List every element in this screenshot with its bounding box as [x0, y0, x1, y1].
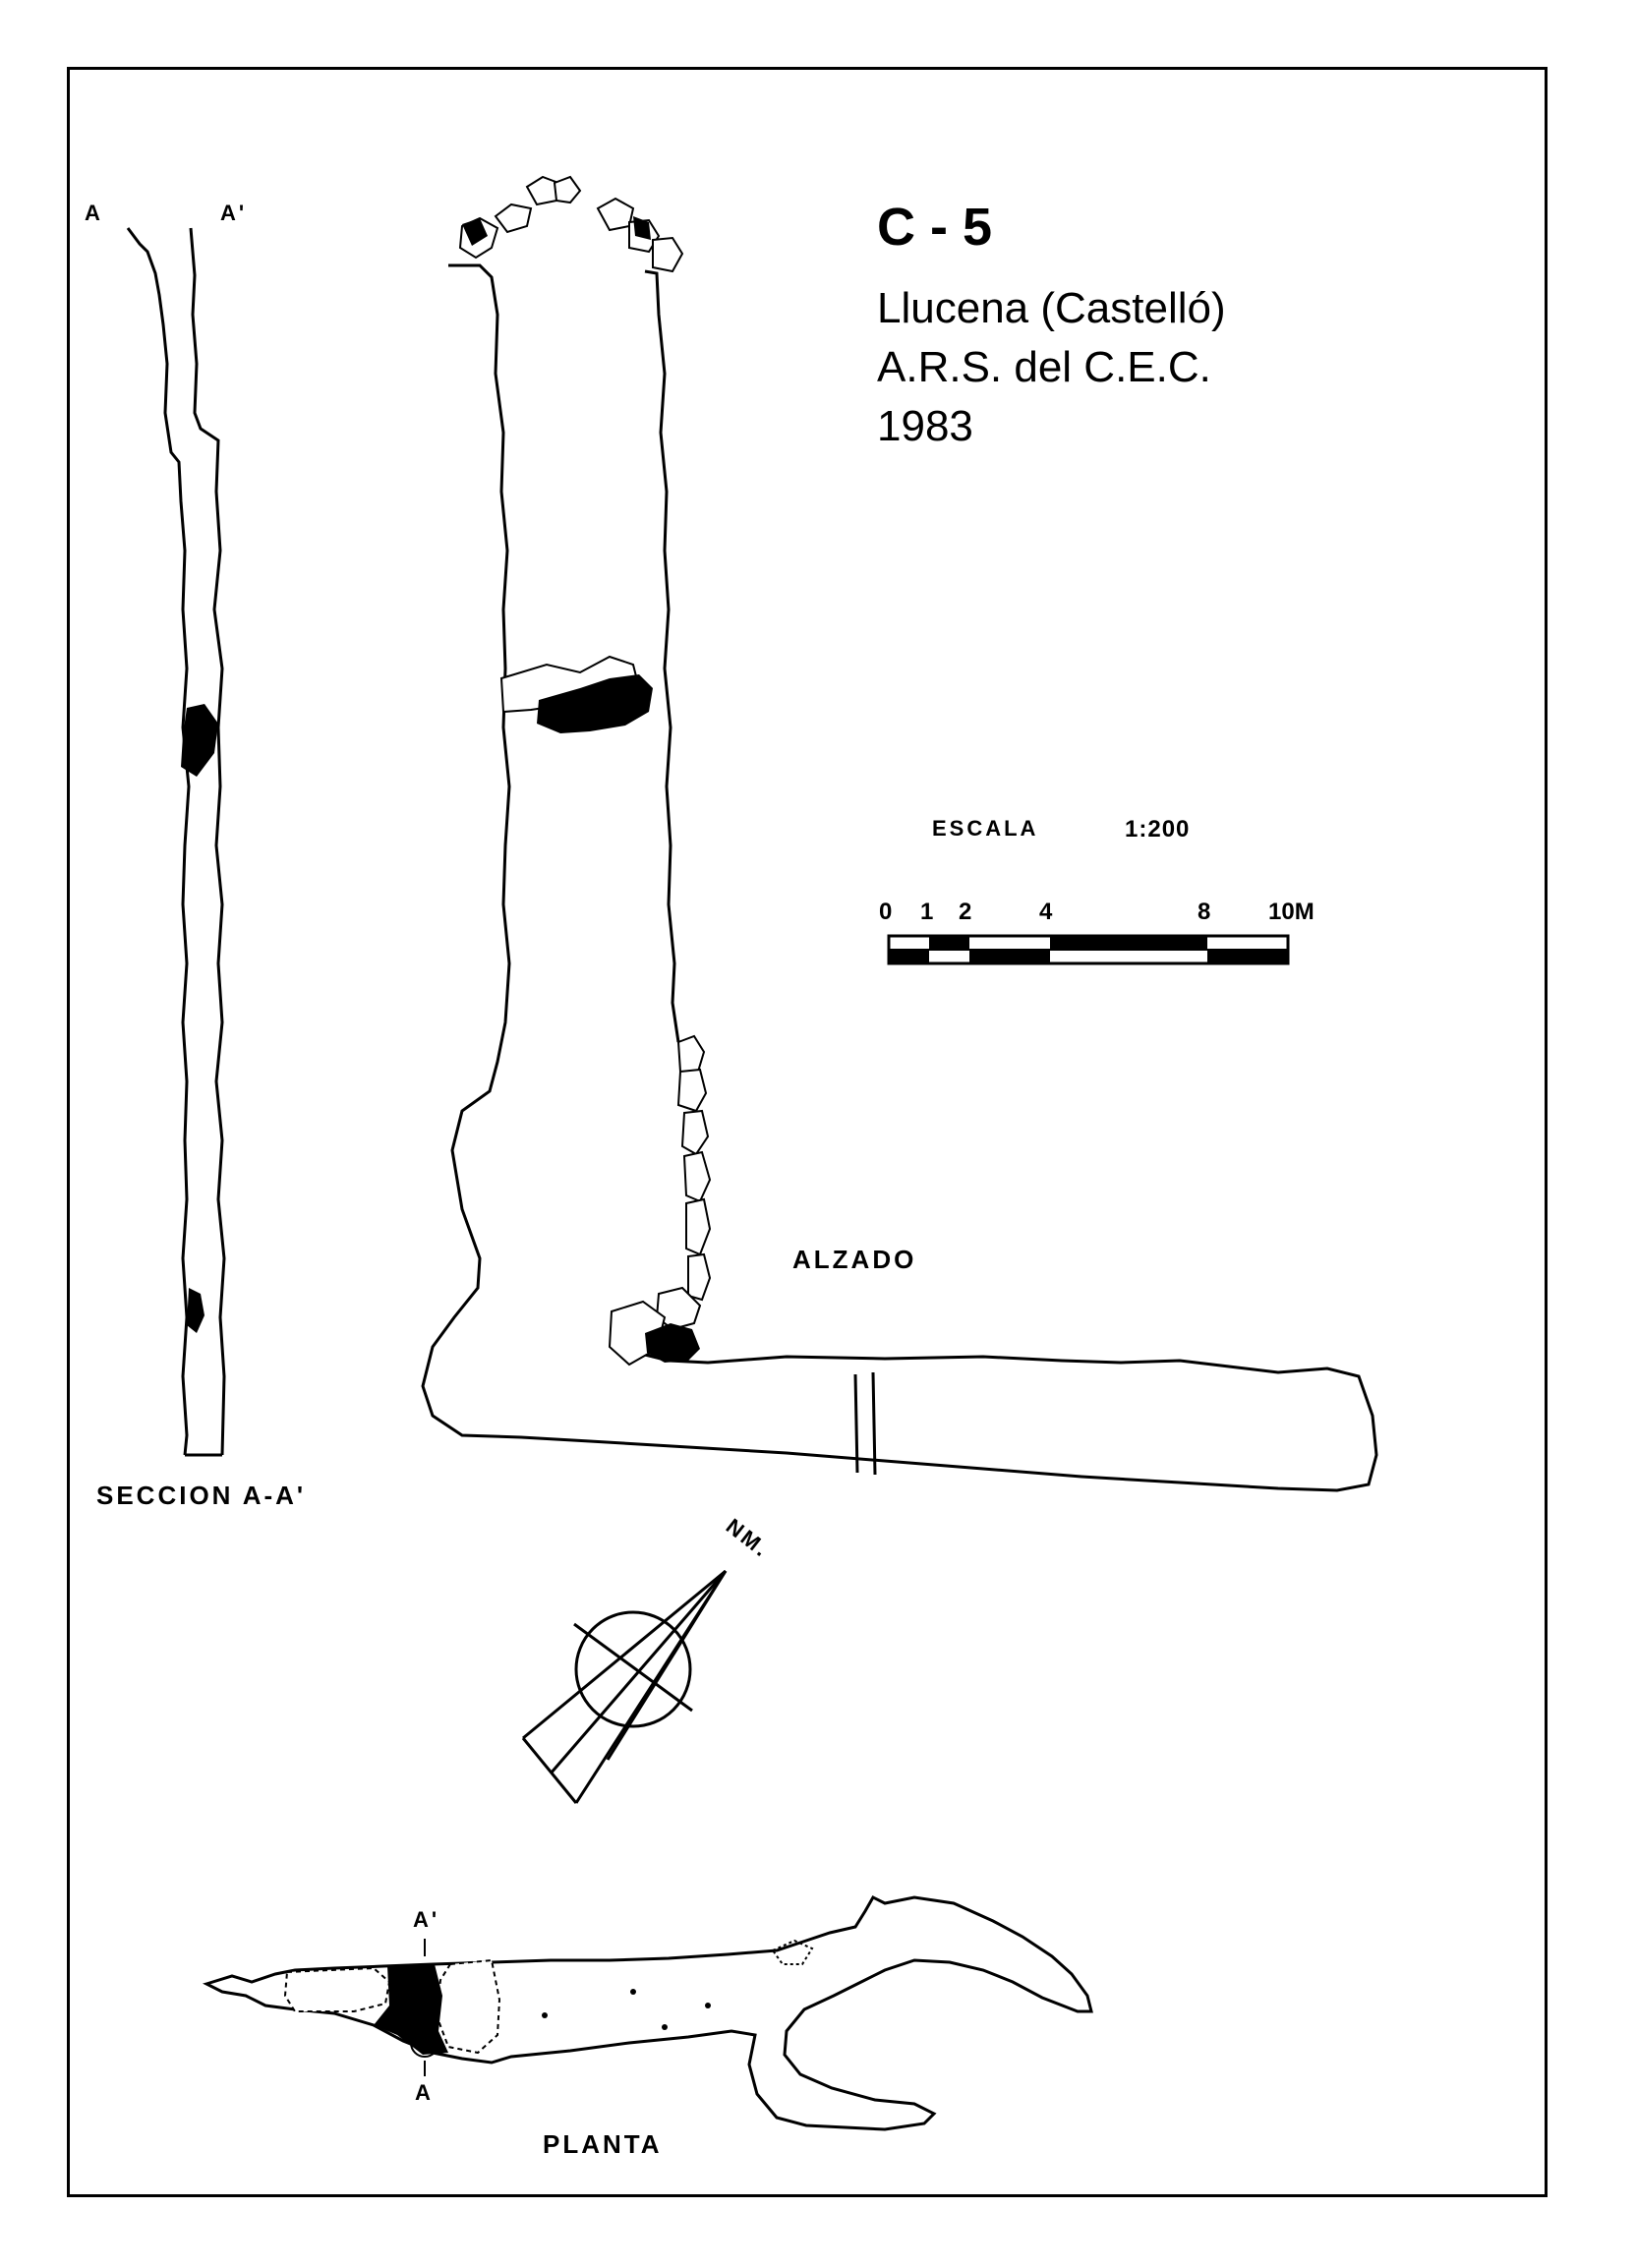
elevation-rock: [537, 674, 653, 733]
scale-tick-1: 1: [920, 899, 934, 925]
scale-ratio: 1:200: [1125, 816, 1191, 843]
section-view-label: SECCION A-A': [96, 1481, 307, 1510]
map-frame: [67, 67, 1548, 2197]
section-rock-2: [187, 1288, 204, 1333]
elevation-profile: [421, 263, 1378, 1492]
scale-tick-2: 2: [959, 899, 972, 925]
elevation-floor-rock: [645, 1323, 700, 1363]
scale-tick-0: 0: [879, 899, 893, 925]
north-arrow: [521, 1569, 728, 1804]
plan-marker-a-prime: A': [413, 1907, 440, 1932]
section-marker-a: A: [85, 201, 103, 225]
scale-tick-8: 8: [1198, 899, 1211, 925]
scale-bar: [887, 934, 1290, 965]
scale-label: ESCALA: [932, 816, 1039, 841]
elevation-right-blocks: [608, 1034, 712, 1367]
cave-location: Llucena (Castelló): [877, 284, 1226, 332]
elevation-view-label: ALZADO: [792, 1245, 917, 1274]
cave-code: C - 5: [877, 198, 993, 257]
plan-view-label: PLANTA: [543, 2129, 663, 2159]
plan-marker-a: A: [415, 2080, 434, 2105]
scale-tick-4: 4: [1039, 899, 1053, 925]
elevation-top-dark-1: [462, 218, 488, 246]
section-marker-a-prime: A': [220, 201, 248, 225]
plan-detail-marks: [542, 1939, 814, 2030]
elevation-top-dark-2: [633, 216, 651, 240]
plan-section-line: [410, 1939, 439, 2076]
section-rock-1: [181, 704, 218, 777]
survey-year: 1983: [877, 402, 973, 450]
survey-authors: A.R.S. del C.E.C.: [877, 343, 1211, 391]
plan-outline: [202, 1895, 1093, 2131]
section-a-a-profile: [126, 227, 226, 1457]
plan-dark-section: [374, 1964, 448, 2055]
scale-tick-10m: 10M: [1268, 899, 1315, 925]
